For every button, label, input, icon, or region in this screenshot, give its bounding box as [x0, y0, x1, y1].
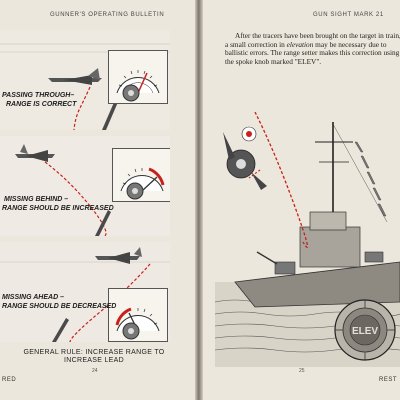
- panel-range-decrease: MISSING AHEAD – RANGE SHOULD BE DECREASE…: [0, 242, 170, 342]
- panel-2-caption-line2: RANGE SHOULD BE INCREASED: [2, 205, 114, 212]
- range-dial-correct: [108, 50, 168, 104]
- panel-1-caption-line1: PASSING THROUGH–: [2, 92, 75, 99]
- left-footer: RED: [2, 377, 17, 383]
- fighter-plane-icon: [95, 247, 142, 264]
- ship-superstructure: [299, 226, 361, 268]
- general-rule-line2: INCREASE LEAD: [64, 357, 124, 364]
- elev-knob-label: ELEV: [352, 326, 378, 337]
- dive-bomber-icon: [223, 126, 267, 190]
- panel-2-caption-line1: MISSING BEHIND –: [4, 196, 69, 203]
- paragraph-text-after: may be necessary due to ballistic errors…: [225, 39, 400, 66]
- panel-range-increase: MISSING BEHIND – RANGE SHOULD BE INCREAS…: [0, 136, 170, 236]
- range-dial-decrease: [108, 288, 168, 342]
- tracer-line: [254, 112, 309, 248]
- right-page-number: 25: [299, 368, 305, 374]
- left-page-number: 24: [92, 368, 98, 374]
- general-rule: GENERAL RULE: INCREASE RANGE TO INCREASE…: [4, 349, 184, 365]
- panel-3-caption-line1: MISSING AHEAD –: [2, 294, 64, 301]
- range-dial-increase: [112, 148, 170, 202]
- left-page: GUNNER'S OPERATING BULLETIN: [0, 0, 195, 400]
- signal-flags-icon: [354, 141, 387, 217]
- general-rule-line1: GENERAL RULE: INCREASE RANGE TO: [23, 349, 165, 356]
- elev-knob-inset: ELEV: [334, 299, 396, 361]
- fighter-plane-icon: [15, 144, 55, 162]
- right-running-head: GUN SIGHT MARK 21: [313, 12, 384, 18]
- right-footer: REST: [379, 377, 398, 383]
- ship-hull: [234, 261, 400, 308]
- right-page: GUN SIGHT MARK 21 After the tracers have…: [203, 0, 400, 400]
- left-running-head: GUNNER'S OPERATING BULLETIN: [50, 12, 165, 18]
- book-gutter: [195, 0, 203, 400]
- paragraph-emphasis: elevation: [286, 39, 314, 49]
- panel-1-caption-line2: RANGE IS CORRECT: [6, 101, 77, 108]
- paragraph-text-before: After the tracers have been brought on t…: [225, 31, 400, 49]
- panel-range-correct: PASSING THROUGH– RANGE IS CORRECT: [0, 30, 170, 130]
- panel-3-caption-line2: RANGE SHOULD BE DECREASED: [2, 303, 117, 310]
- fighter-plane-icon: [48, 68, 102, 85]
- ship-illustration: ELEV: [215, 112, 400, 367]
- body-paragraph: After the tracers have been brought on t…: [225, 31, 400, 66]
